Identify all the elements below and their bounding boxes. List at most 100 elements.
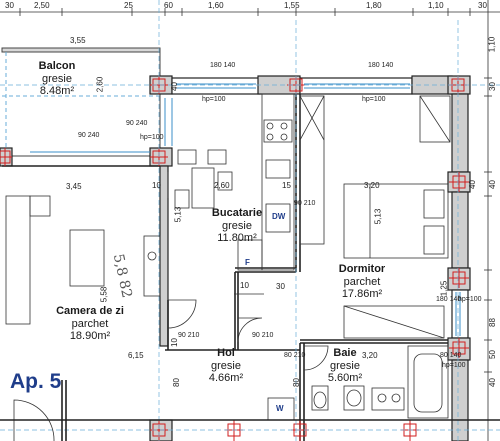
room-area: 4.66m² [208, 372, 244, 385]
window-width: 80 [440, 352, 448, 359]
window-height: 140 [223, 62, 236, 69]
bottom-walls [0, 380, 500, 441]
right-dimension-label: 30 [487, 82, 497, 91]
door-mark: 90 210 [178, 332, 199, 339]
right-dimension-line [484, 0, 492, 441]
fridge-label: F [245, 258, 250, 267]
room-floor: parchet [71, 317, 109, 330]
kitchen-width-dim: 2,60 [214, 181, 230, 190]
top-dimension-label: 1,10 [428, 1, 444, 10]
baie-width-dim: 3,20 [362, 351, 378, 360]
room-area: 8.48m² [39, 85, 75, 98]
window-mark: 90 240 [78, 132, 99, 139]
wall-dim: 10 [240, 281, 249, 290]
dormitor-corner-unit [419, 95, 451, 143]
door-height: 210 [293, 352, 306, 359]
room-name: Dormitor [338, 263, 386, 275]
room-name: Hol [217, 347, 235, 359]
room-name: Camera de zi [56, 305, 124, 317]
door-height: 210 [187, 332, 200, 339]
right-dimension-label: 40 [487, 378, 497, 387]
kitchen-counter [237, 93, 295, 271]
room-label-dormitor: Dormitor parchet 17.86m² [322, 263, 402, 301]
wall-dim: 80 [171, 378, 181, 387]
parapet-label: hp=100 [442, 362, 466, 369]
wall-dim: 15 [282, 181, 291, 190]
room-label-hol: Hol gresie 4.66m² [198, 347, 254, 385]
door-swings [13, 172, 329, 441]
living-room-sofa [5, 195, 161, 325]
window-width: 90 [78, 132, 86, 139]
door-height: 210 [303, 200, 316, 207]
window-mark: 180 140 [210, 62, 235, 69]
room-area: 17.86m² [341, 288, 383, 301]
hol-width-dim: 6,15 [128, 351, 144, 360]
room-floor: parchet [343, 275, 381, 288]
room-area: 5.60m² [327, 372, 363, 385]
wall-dim: 30 [276, 282, 285, 291]
window-width: 180 [436, 296, 448, 303]
door-width: 80 [284, 352, 292, 359]
room-floor: gresie [42, 72, 72, 85]
dormitor-wardrobe [299, 95, 325, 245]
parapet-label: hp=100 [458, 296, 482, 303]
room-floor: gresie [211, 359, 241, 372]
room-name: Bucatarie [211, 207, 263, 219]
exterior-walls [0, 75, 471, 441]
washer-label: W [276, 404, 284, 413]
window-width: 180 [210, 62, 222, 69]
balcon-height-dim: 2,60 [95, 76, 105, 93]
top-dimension-label: 1,80 [366, 1, 382, 10]
wall-dim: 10 [169, 338, 179, 347]
top-dimension-line [0, 8, 500, 16]
wall-dim: 40 [169, 82, 179, 91]
room-area: 18.90m² [69, 330, 111, 343]
window-glazing [30, 83, 461, 336]
top-dimension-label: 60 [164, 1, 173, 10]
top-dimension-label: 2,50 [34, 1, 50, 10]
balcony-outline [1, 47, 161, 160]
top-dimension-label: 30 [478, 1, 487, 10]
door-height: 210 [261, 332, 274, 339]
window-width: 180 [368, 62, 380, 69]
dishwasher-label: DW [272, 212, 286, 221]
parapet-label: hp=100 [140, 134, 164, 141]
dormitor-height-dim: 5,13 [373, 208, 383, 225]
top-dimension-label: 1,60 [208, 1, 224, 10]
dining-table [174, 149, 233, 209]
window-height: 140 [449, 352, 462, 359]
apartment-label: Ap. 5 [10, 370, 62, 393]
room-label-baie: Baie gresie 5.60m² [320, 347, 370, 385]
right-dimension-label: 88 [487, 318, 497, 327]
door-width: 90 [178, 332, 186, 339]
window-mark: 90 240 [126, 120, 147, 127]
top-dimension-label: 25 [124, 1, 133, 10]
top-dimension-label: 30 [5, 1, 14, 10]
top-dimension-label: 1,55 [284, 1, 300, 10]
dormitor-dresser [343, 305, 445, 339]
window-height: 240 [135, 120, 148, 127]
bathroom-fixtures [311, 345, 449, 419]
room-label-bucatarie: Bucatarie gresie 11.80m² [200, 207, 274, 245]
window-mark: 80 140 [440, 352, 461, 359]
room-area: 11.80m² [217, 232, 257, 245]
window-height: 140 [381, 62, 394, 69]
window-height: 240 [87, 132, 100, 139]
door-mark: 90 210 [252, 332, 273, 339]
door-mark: 80 210 [284, 352, 305, 359]
parapet-label: hp=100 [362, 96, 386, 103]
wall-dim: 40 [467, 180, 477, 189]
double-bed [343, 183, 449, 259]
wall-dim: 1,25 [439, 280, 449, 297]
right-dimension-label: 1,10 [487, 36, 497, 53]
door-mark: 90 210 [294, 200, 315, 207]
balcon-width-dim: 3,55 [70, 36, 86, 45]
wall-dim: 10 [152, 181, 161, 190]
window-width: 90 [126, 120, 134, 127]
parapet-label: hp=100 [202, 96, 226, 103]
dormitor-width-dim: 3,20 [364, 181, 380, 190]
kitchen-height-dim: 5,13 [173, 206, 183, 223]
right-dimension-label: 40 [487, 180, 497, 189]
